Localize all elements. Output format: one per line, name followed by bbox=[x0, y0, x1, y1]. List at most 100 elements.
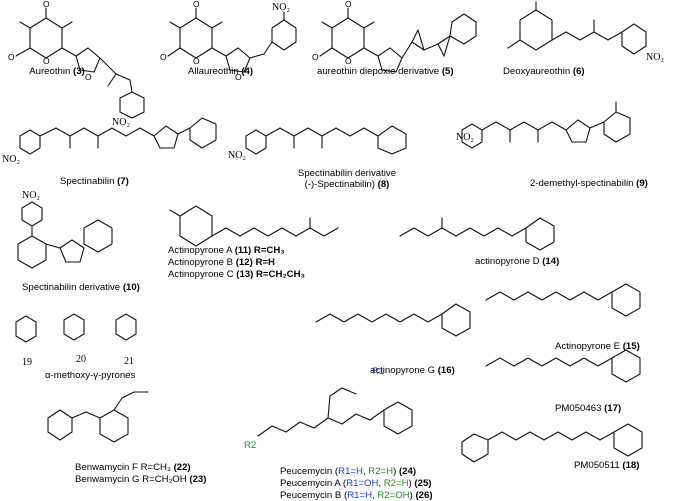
actinopyrone-b-r: R=H bbox=[255, 257, 275, 268]
benwamycin-g-name: Benwamycin G bbox=[75, 474, 140, 485]
svg-text:O: O bbox=[43, 56, 50, 66]
svg-text:O: O bbox=[85, 72, 92, 82]
benwamycin-f-number: (22) bbox=[173, 462, 191, 473]
demethyl-spectinabilin-name: 2-demethyl-spectinabilin bbox=[530, 178, 634, 189]
svg-text:O: O bbox=[312, 52, 319, 62]
pm050511-caption: PM050511 (18) bbox=[574, 460, 639, 471]
nitro-label: NO₂ bbox=[228, 150, 246, 161]
allaureothin-number: (4) bbox=[241, 66, 254, 77]
pyrone-20-structure bbox=[63, 313, 85, 341]
pyrone-19-structure bbox=[15, 315, 37, 343]
actinopyrone-c-number: (13) bbox=[236, 269, 254, 280]
pm050511-number: (18) bbox=[622, 460, 640, 471]
actinopyrone-e-caption: Actinopyrone E (15) bbox=[555, 341, 640, 352]
benwamycin-caption: Benwamycin F R=CH₃ (22) Benwamycin G R=C… bbox=[75, 462, 206, 486]
peucemycin-structure bbox=[257, 387, 413, 437]
svg-text:O: O bbox=[345, 56, 352, 66]
peucemycin-r1-label: R1 bbox=[372, 366, 384, 377]
pm050463-name: PM050463 bbox=[555, 403, 602, 414]
benwamycin-f-line: Benwamycin F R=CH₃ (22) bbox=[75, 462, 206, 474]
spectinabilin-derivative-10-caption: Spectinabilin derivative (10) bbox=[22, 282, 140, 293]
peucemycin-b-number: (26) bbox=[415, 490, 433, 501]
svg-text:O: O bbox=[193, 56, 200, 66]
spectinabilin-derivative-10-structure bbox=[17, 201, 113, 269]
actinopyrone-b-name: Actinopyrone B bbox=[168, 257, 234, 268]
actinopyrone-a-name: Actinopyrone A bbox=[168, 245, 233, 256]
actinopyrone-e-number: (15) bbox=[622, 341, 640, 352]
spectinabilin-caption: Spectinabilin (7) bbox=[60, 176, 129, 187]
spectinabilin-derivative-10-name: Spectinabilin derivative bbox=[22, 282, 121, 293]
allaureothin-caption: Allaureothin (4) bbox=[188, 66, 253, 77]
demethyl-spectinabilin-structure bbox=[461, 101, 631, 149]
pm050463-structure bbox=[485, 349, 641, 383]
actinopyrone-c-r: R=CH₂CH₃ bbox=[256, 269, 305, 280]
peucemycin-line: Peucemycin (R1=H, R2=H) (24) bbox=[280, 466, 417, 477]
actinopyrone-a-r: R=CH₃ bbox=[253, 245, 285, 256]
actinopyrone-d-number: (14) bbox=[542, 256, 560, 267]
actinopyrone-e-name: Actinopyrone E bbox=[555, 341, 621, 352]
actinopyrone-a-line: Actinopyrone A (11) R=CH₃ bbox=[168, 245, 305, 257]
deoxyaureothin-structure bbox=[507, 1, 647, 55]
pyrones-caption: α-methoxy-γ-pyrones bbox=[45, 370, 136, 381]
aureothin-caption: Aureothin (3) bbox=[29, 66, 84, 77]
svg-text:O: O bbox=[193, 0, 200, 9]
peucemycin-b-r1: R1=H bbox=[347, 490, 372, 501]
pyrone-21-structure bbox=[115, 313, 137, 341]
benwamycin-f-name: Benwamycin F bbox=[75, 462, 138, 473]
peucemycin-r2: R2=H bbox=[368, 466, 394, 477]
allaureothin-structure: O O O O bbox=[160, 0, 297, 82]
spectinabilin-derivative-8-line2: (-)-Spectinabilin) bbox=[304, 179, 375, 190]
peucemycin-b-line: Peucemycin B (R1=H, R2=OH) (26) bbox=[280, 490, 433, 501]
nitro-label: NO₂ bbox=[112, 117, 130, 128]
demethyl-spectinabilin-number: (9) bbox=[636, 178, 648, 189]
actinopyrone-b-number: (12) bbox=[235, 257, 253, 268]
actinopyrone-g-caption: actinopyrone G (16) bbox=[370, 365, 455, 376]
pyrone-21-number: 21 bbox=[124, 356, 134, 367]
peucemycin-a-number: (25) bbox=[414, 478, 432, 489]
peucemycin-b-r2: R2=OH bbox=[377, 490, 410, 501]
spectinabilin-name: Spectinabilin bbox=[60, 176, 115, 187]
nitro-label: NO₂ bbox=[272, 2, 290, 13]
peucemycin-caption: Peucemycin (R1=H, R2=H) (24) Peucemycin … bbox=[280, 466, 433, 501]
spectinabilin-derivative-8-number: (8) bbox=[377, 179, 390, 190]
pm050511-structure bbox=[461, 423, 643, 463]
r1-substituent: R1 bbox=[372, 366, 385, 377]
diepoxide-number: (5) bbox=[441, 66, 454, 77]
aureothin-diepoxide-structure: O O O bbox=[312, 0, 477, 73]
spectinabilin-derivative-8-line1: Spectinabilin derivative bbox=[297, 168, 397, 179]
benwamycin-g-number: (23) bbox=[189, 474, 207, 485]
peucemycin-r1: R1=H bbox=[338, 466, 363, 477]
pm050511-name: PM050511 bbox=[574, 460, 620, 471]
diepoxide-name: aureothin diepoxie derivative bbox=[317, 66, 440, 77]
r2-substituent: R2 bbox=[244, 440, 257, 451]
benwamycin-structure bbox=[47, 391, 149, 443]
actinopyrone-b-line: Actinopyrone B (12) R=H bbox=[168, 257, 305, 269]
pm050463-caption: PM050463 (17) bbox=[555, 403, 621, 414]
spectinabilin-structure bbox=[19, 117, 217, 155]
allaureothin-name: Allaureothin bbox=[188, 66, 239, 77]
actinopyrone-abc-caption: Actinopyrone A (11) R=CH₃ Actinopyrone B… bbox=[168, 245, 305, 281]
spectinabilin-derivative-8-structure bbox=[245, 125, 407, 155]
actinopyrone-d-name: actinopyrone D bbox=[475, 256, 540, 267]
nitro-label: NO₂ bbox=[22, 190, 40, 201]
pyrone-20-number: 20 bbox=[76, 354, 86, 365]
actinopyrone-g-number: (16) bbox=[437, 365, 455, 376]
demethyl-spectinabilin-caption: 2-demethyl-spectinabilin (9) bbox=[530, 178, 648, 189]
actinopyrone-c-line: Actinopyrone C (13) R=CH₂CH₃ bbox=[168, 269, 305, 281]
actinopyrone-d-structure bbox=[399, 217, 555, 251]
deoxyaureothin-name: Deoxyaureothin bbox=[503, 66, 571, 77]
actinopyrone-g-structure bbox=[315, 303, 471, 337]
aureothin-name: Aureothin bbox=[29, 66, 71, 77]
spectinabilin-number: (7) bbox=[117, 176, 129, 187]
aureothin-structure: O O O O bbox=[8, 0, 145, 119]
deoxyaureothin-caption: Deoxyaureothin (6) bbox=[503, 66, 585, 77]
actinopyrone-g-name: actinopyrone G bbox=[370, 365, 436, 376]
actinopyrone-c-name: Actinopyrone C bbox=[168, 269, 234, 280]
peucemycin-a-line: Peucemycin A (R1=OH, R2=H) (25) bbox=[280, 478, 432, 489]
nitro-label: NO₂ bbox=[456, 132, 474, 143]
peucemycin-number: (24) bbox=[398, 466, 417, 477]
svg-text:O: O bbox=[235, 72, 242, 82]
benwamycin-g-line: Benwamycin G R=CH₂OH (23) bbox=[75, 474, 206, 486]
diepoxide-caption: aureothin diepoxie derivative (5) bbox=[317, 66, 454, 77]
